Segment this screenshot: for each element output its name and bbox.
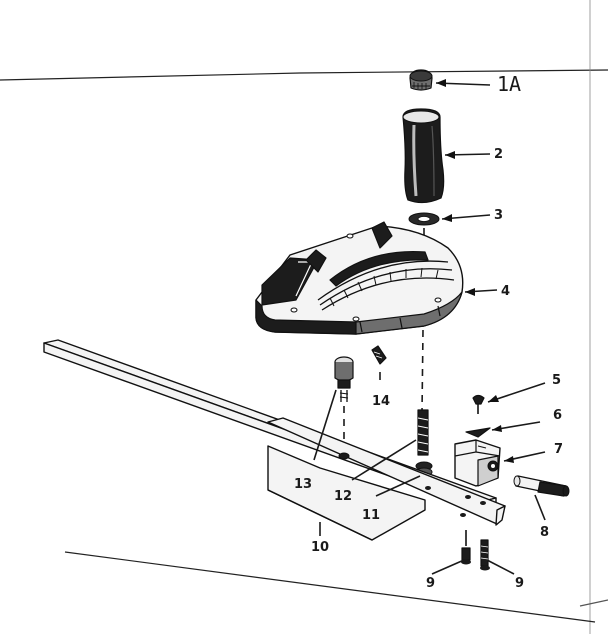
bolt-right-part	[480, 539, 490, 571]
label-14: 14	[372, 394, 390, 409]
stop-screw-part	[334, 356, 354, 402]
guide-bar-part	[43, 339, 506, 541]
miter-gauge-body-part	[255, 221, 464, 335]
assembly-axis-lower	[421, 329, 424, 413]
label-2: 2	[494, 147, 503, 162]
stop-rod-part	[513, 475, 570, 497]
label-3: 3	[494, 208, 503, 223]
handle-part	[402, 108, 445, 204]
label-5: 5	[552, 373, 561, 388]
screw-part	[472, 394, 485, 414]
washer-part	[408, 212, 440, 226]
label-6: 6	[553, 408, 562, 423]
label-1a: 1A	[497, 72, 521, 96]
label-9-right: 9	[515, 576, 524, 591]
callout-labels: 1A 2 3 4 5 6 7 8 9 9 10 11 12 13 14	[294, 72, 563, 591]
bolt-left-part	[461, 530, 471, 565]
label-10: 10	[311, 540, 329, 555]
knob-cap-part	[409, 69, 433, 91]
pointer-part	[465, 427, 491, 438]
label-4: 4	[501, 284, 510, 299]
label-13: 13	[294, 477, 312, 492]
label-12: 12	[334, 489, 352, 504]
leader-lines	[313, 79, 546, 575]
stop-block-part	[454, 439, 501, 487]
label-11: 11	[362, 508, 380, 523]
stud-part	[417, 409, 429, 456]
spring-pin-part	[371, 345, 387, 365]
label-8: 8	[540, 525, 549, 540]
label-9-left: 9	[426, 576, 435, 591]
label-7: 7	[554, 442, 563, 457]
